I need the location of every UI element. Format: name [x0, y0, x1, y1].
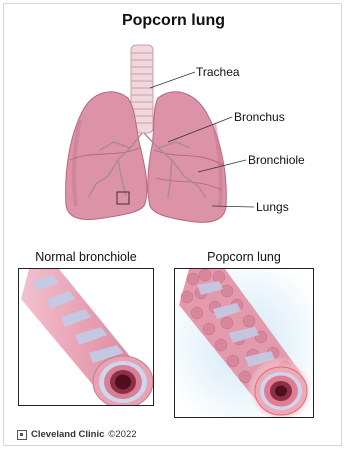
footer-brand: Cleveland Clinic	[31, 429, 104, 440]
footer: Cleveland Clinic ©2022	[17, 429, 137, 440]
cleveland-clinic-logo-icon	[17, 430, 27, 440]
popcorn-lung-panel	[174, 268, 314, 418]
normal-bronchiole-panel	[18, 268, 154, 406]
popcorn-bronchiole-illustration	[175, 269, 314, 418]
right-lung	[148, 92, 226, 222]
label-bronchiole: Bronchiole	[248, 153, 305, 167]
label-trachea: Trachea	[196, 65, 240, 79]
label-bronchus: Bronchus	[234, 110, 285, 124]
label-lungs: Lungs	[256, 200, 289, 214]
normal-bronchiole-illustration	[19, 269, 154, 406]
caption-popcorn-lung: Popcorn lung	[174, 250, 314, 264]
footer-copyright: ©2022	[108, 429, 136, 440]
caption-normal-bronchiole: Normal bronchiole	[18, 250, 154, 264]
